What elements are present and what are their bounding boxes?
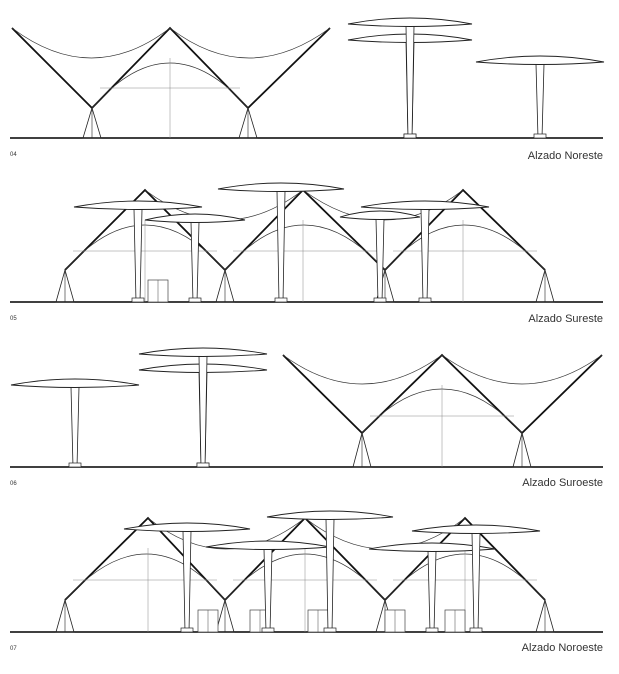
tent-cable xyxy=(11,27,171,59)
column-base xyxy=(469,627,483,633)
umbrella-canopy xyxy=(123,522,251,532)
column-base xyxy=(68,462,82,468)
umbrella-column xyxy=(190,221,200,303)
umbrella-canopy xyxy=(266,510,394,520)
tent-ridge xyxy=(282,353,603,435)
elevation-number: 06 xyxy=(10,481,17,487)
umbrella-column xyxy=(133,208,143,303)
umbrella-canopy xyxy=(347,17,473,27)
umbrella-column xyxy=(70,386,80,468)
umbrella-column xyxy=(427,550,437,633)
column-base xyxy=(403,133,417,139)
column-base xyxy=(274,297,288,303)
column-base xyxy=(323,627,337,633)
umbrella-canopy xyxy=(411,524,541,534)
umbrella-column xyxy=(471,532,481,633)
tent-ridge xyxy=(11,26,331,110)
elevation-title: Alzado Sureste xyxy=(528,313,603,325)
umbrella-column xyxy=(182,530,192,633)
umbrella-column xyxy=(405,25,415,139)
column-base xyxy=(425,627,439,633)
column-base xyxy=(180,627,194,633)
elevation-number: 04 xyxy=(10,152,17,158)
umbrella-canopy xyxy=(10,378,140,388)
elevation-number: 07 xyxy=(10,646,17,652)
column-base xyxy=(196,462,210,468)
umbrella-canopy xyxy=(368,542,496,552)
elevation-title: Alzado Suroeste xyxy=(522,477,603,489)
column-base xyxy=(188,297,202,303)
umbrella-column xyxy=(276,190,286,303)
umbrella-canopy xyxy=(217,182,345,192)
umbrella-column xyxy=(375,218,385,303)
column-base xyxy=(261,627,275,633)
elevation-title: Alzado Noroeste xyxy=(521,642,603,654)
tent-cable xyxy=(441,354,603,385)
tent-arch xyxy=(384,224,546,271)
umbrella-column xyxy=(535,63,545,139)
column-base xyxy=(373,297,387,303)
tent-cable xyxy=(169,27,331,59)
column-base xyxy=(131,297,145,303)
umbrella-column xyxy=(420,208,430,303)
elevation-number: 05 xyxy=(10,316,17,322)
umbrella-column xyxy=(198,355,208,468)
tent-arch xyxy=(224,224,386,271)
tent-arch xyxy=(64,553,226,601)
umbrella-canopy xyxy=(339,210,421,220)
elevation-title: Alzado Noreste xyxy=(527,150,603,162)
tent-cable xyxy=(282,354,443,385)
umbrella-canopy xyxy=(360,200,490,210)
column-base xyxy=(418,297,432,303)
umbrella-canopy xyxy=(205,540,331,550)
umbrella-canopy xyxy=(138,347,268,357)
umbrella-canopy xyxy=(475,55,605,65)
column-base xyxy=(533,133,547,139)
umbrella-canopy xyxy=(144,213,246,223)
umbrella-canopy xyxy=(73,200,203,210)
